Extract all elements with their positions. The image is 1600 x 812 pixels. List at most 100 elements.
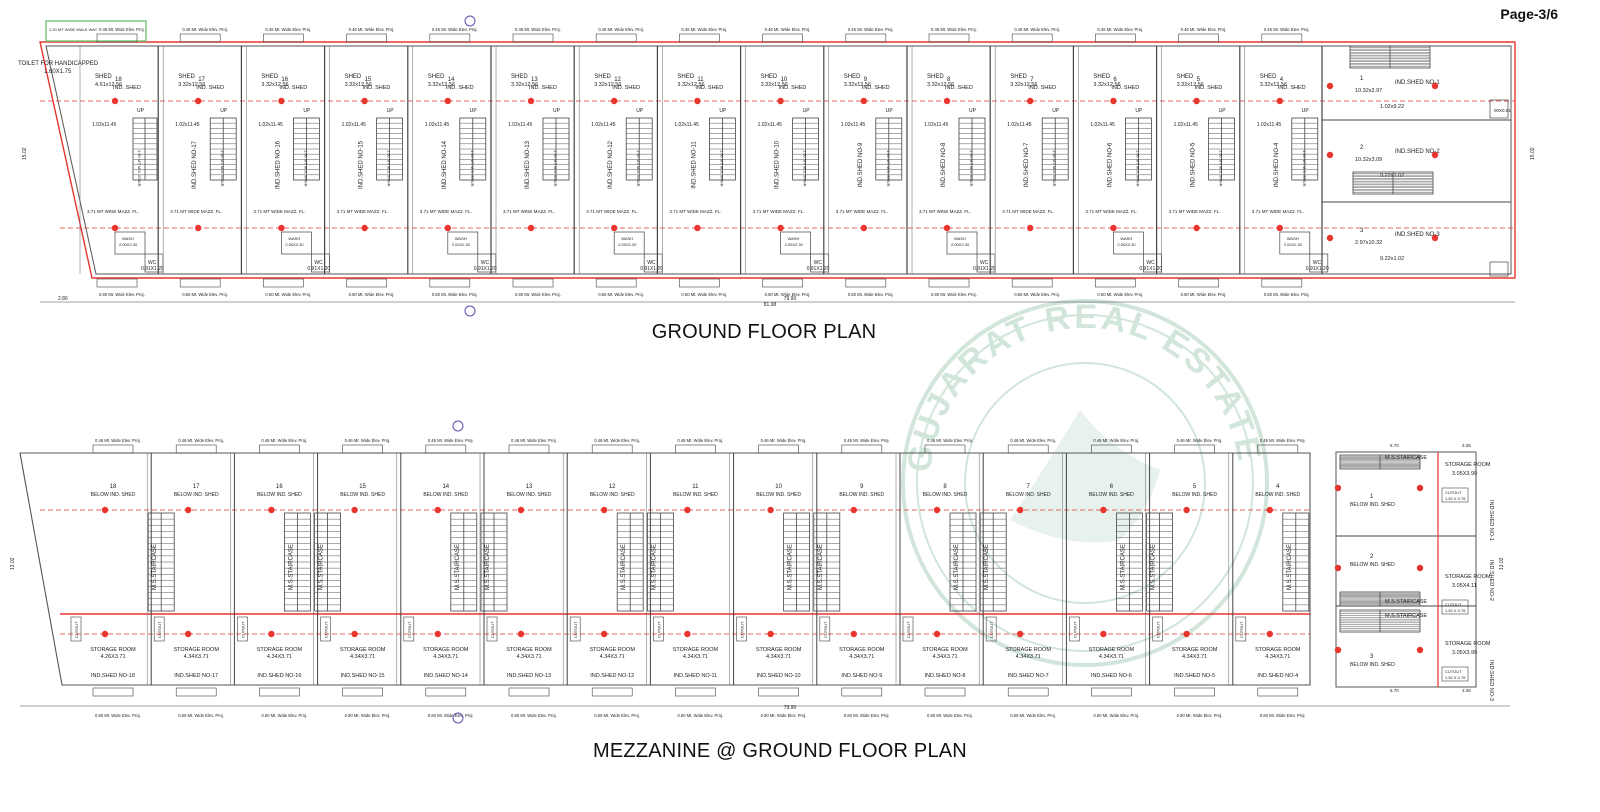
cutout [569, 616, 581, 642]
shed-size: 3.32x12.56 [511, 82, 538, 88]
wc-label: WC [1146, 260, 1155, 266]
column-marker [1431, 234, 1439, 242]
ms-staircase-label: M.S.STAIRCASE [288, 544, 294, 590]
mezzanine-label: 3.71 MT WIDE MAZZ. FL. [1085, 209, 1137, 214]
cutout-label: CUTOUT [1445, 490, 1462, 495]
ms-staircase-label: M.S.STAIRCASE [1287, 544, 1293, 590]
column-marker [517, 630, 525, 638]
staircase [450, 512, 478, 612]
cutout [320, 616, 331, 642]
elevation-projection [675, 444, 716, 454]
mezzanine-label: 3.71 MT WIDE MAZZ. FL. [1252, 209, 1304, 214]
elevation-projection-bottom-label: 0.60 Mt. Wide Elev. Proj. [1177, 713, 1223, 718]
shed-type: IND. SHED [196, 85, 224, 91]
shed-label: IND.SHED NO-1 [1488, 500, 1494, 541]
wash-size: 2.00X2.30 [618, 242, 637, 247]
elevation-projection-bottom [1091, 687, 1132, 697]
up-label: UP [719, 108, 727, 114]
elevation-projection [263, 33, 304, 43]
cutout-label: CUTOUT [407, 621, 412, 638]
wash-area [1279, 231, 1311, 255]
staircase [292, 117, 320, 181]
unit-number: 15 [365, 77, 372, 83]
elevation-projection-bottom [425, 687, 467, 697]
shed-label: IND.SHED NO-3 [1488, 660, 1494, 701]
elevation-projection-bottom-label: 0.60 Mt. Wide Elev. Proj. [598, 292, 644, 297]
elevation-projection-bottom [1007, 687, 1049, 697]
room-size: 9.22x1.02 [1380, 256, 1404, 262]
unit-number: 16 [281, 77, 288, 83]
elevation-projection-label: 0.46 Mt. Wide Elev. Proj. [927, 438, 973, 443]
shed-label: IND.SHED NO-10 [775, 140, 781, 189]
column-marker [1431, 151, 1439, 159]
shed-label: IND.SHED NO-15 [341, 673, 385, 679]
cutout-label: CUTOUT [573, 621, 578, 638]
staircase [1339, 591, 1421, 607]
shed-label: IND.SHED NO-4 [1274, 142, 1280, 187]
right-dimension: 3.26 [1462, 443, 1471, 448]
mezzanine-label: 3.71 MT WIDE MAZZ. FL. [420, 209, 472, 214]
elevation-projection-bottom-label: 0.60 Mt. Wide Elev. Proj. [1014, 292, 1060, 297]
staircase [376, 117, 404, 181]
mezz-unit-9: 0.46 Mt. Wide Elev. Proj.0.60 Mt. Wide E… [812, 438, 890, 718]
shed-size: 3.32x12.56 [1093, 82, 1120, 88]
elevation-projection-label: 0.46 Mt. Wide Elev. Proj. [848, 27, 894, 32]
shed-size: 3.32x12.56 [261, 82, 288, 88]
storage-room-label: STORAGE ROOM [673, 647, 719, 653]
column-marker [611, 224, 618, 232]
storage-room-label: STORAGE ROOM [1445, 641, 1491, 647]
cutout [1069, 616, 1080, 642]
shed-size: 10.32x2.97 [1355, 88, 1382, 94]
mezzanine-label: 3.71 MT WIDE MAZZ. FL. [919, 209, 971, 214]
elevation-projection-bottom-label: 0.60 Mt. Wide Elev. Proj. [95, 713, 141, 718]
elevation-projection-bottom-label: 0.60 Mt. Wide Elev. Proj. [681, 292, 727, 297]
inner-dimension: 79.90 [784, 296, 797, 302]
wash-label: WASH [621, 236, 633, 241]
elevation-projection-label: 0.46 Mt. Wide Elev. Proj. [178, 438, 224, 443]
mezz-unit-10: 0.46 Mt. Wide Elev. Proj.0.60 Mt. Wide E… [729, 438, 810, 718]
unit-number: 18 [115, 77, 122, 83]
cutout [1152, 616, 1163, 642]
wash-size: 2.00X2.30 [785, 242, 804, 247]
elevation-projection-bottom-label: 0.60 Mt. Wide Elev. Proj. [261, 713, 307, 718]
shed-unit-18: 0.46 Mt. Wide Elev. Proj.0.60 Mt. Wide E… [79, 27, 164, 297]
elevation-projection-bottom-label: 0.60 Mt. Wide Elev. Proj. [927, 713, 973, 718]
storage-room-size: 4.34X3.71 [600, 654, 625, 660]
walkway-label: 1.20 MT WIDE WALK WAY [49, 27, 98, 32]
elevation-projection-label: 0.46 Mt. Wide Elev. Proj. [432, 27, 478, 32]
column-marker [527, 97, 535, 105]
elevation-projection-bottom [1178, 278, 1219, 288]
room-size: 1.02x11.45 [175, 122, 200, 128]
column-marker [684, 630, 691, 638]
cutout-label: CUTOUT [157, 621, 162, 638]
room-size: 1.02x11.45 [508, 122, 533, 128]
column-marker [268, 506, 275, 514]
ms-staircase-label: M.S.STAIRCASE [984, 544, 990, 590]
shed-size: 3.32x12.56 [927, 82, 954, 88]
stair-label: 1.50 MT M.S. STAIR [886, 150, 891, 187]
column-marker [1017, 506, 1024, 514]
up-label: UP [969, 108, 977, 114]
elevation-projection-bottom-label: 0.60 Mt. Wide Elev. Proj. [515, 292, 561, 297]
column-marker [777, 97, 784, 105]
mezz-unit-17: 0.46 Mt. Wide Elev. Proj.0.60 Mt. Wide E… [146, 438, 224, 718]
column-marker [601, 506, 608, 514]
cutout-size: 1.52 X 0.76 [1445, 608, 1466, 613]
elevation-projection-label: 0.46 Mt. Wide Elev. Proj. [1014, 27, 1060, 32]
stair-label: 1.50 MT M.S. STAIR [303, 150, 308, 187]
unit-number: 13 [531, 77, 538, 83]
shed-label: IND.SHED NO-13 [507, 673, 551, 679]
mezzanine-title: MEZZANINE @ GROUND FLOOR PLAN [593, 740, 967, 762]
shed-label: IND.SHED NO-9 [858, 142, 864, 187]
staircase [132, 117, 158, 181]
shed-label: IND.SHED NO-7 [1008, 673, 1049, 679]
elevation-projection [928, 33, 970, 43]
room-size: 1.02x11.45 [758, 122, 783, 128]
shed-size: 3.32x12.56 [178, 82, 205, 88]
elevation-projection-bottom-label: 0.60 Mt. Wide Elev. Proj. [1264, 292, 1310, 297]
staircase [1125, 117, 1152, 181]
shed-size: 3.32x12.56 [345, 82, 372, 88]
wash-area [281, 231, 312, 255]
